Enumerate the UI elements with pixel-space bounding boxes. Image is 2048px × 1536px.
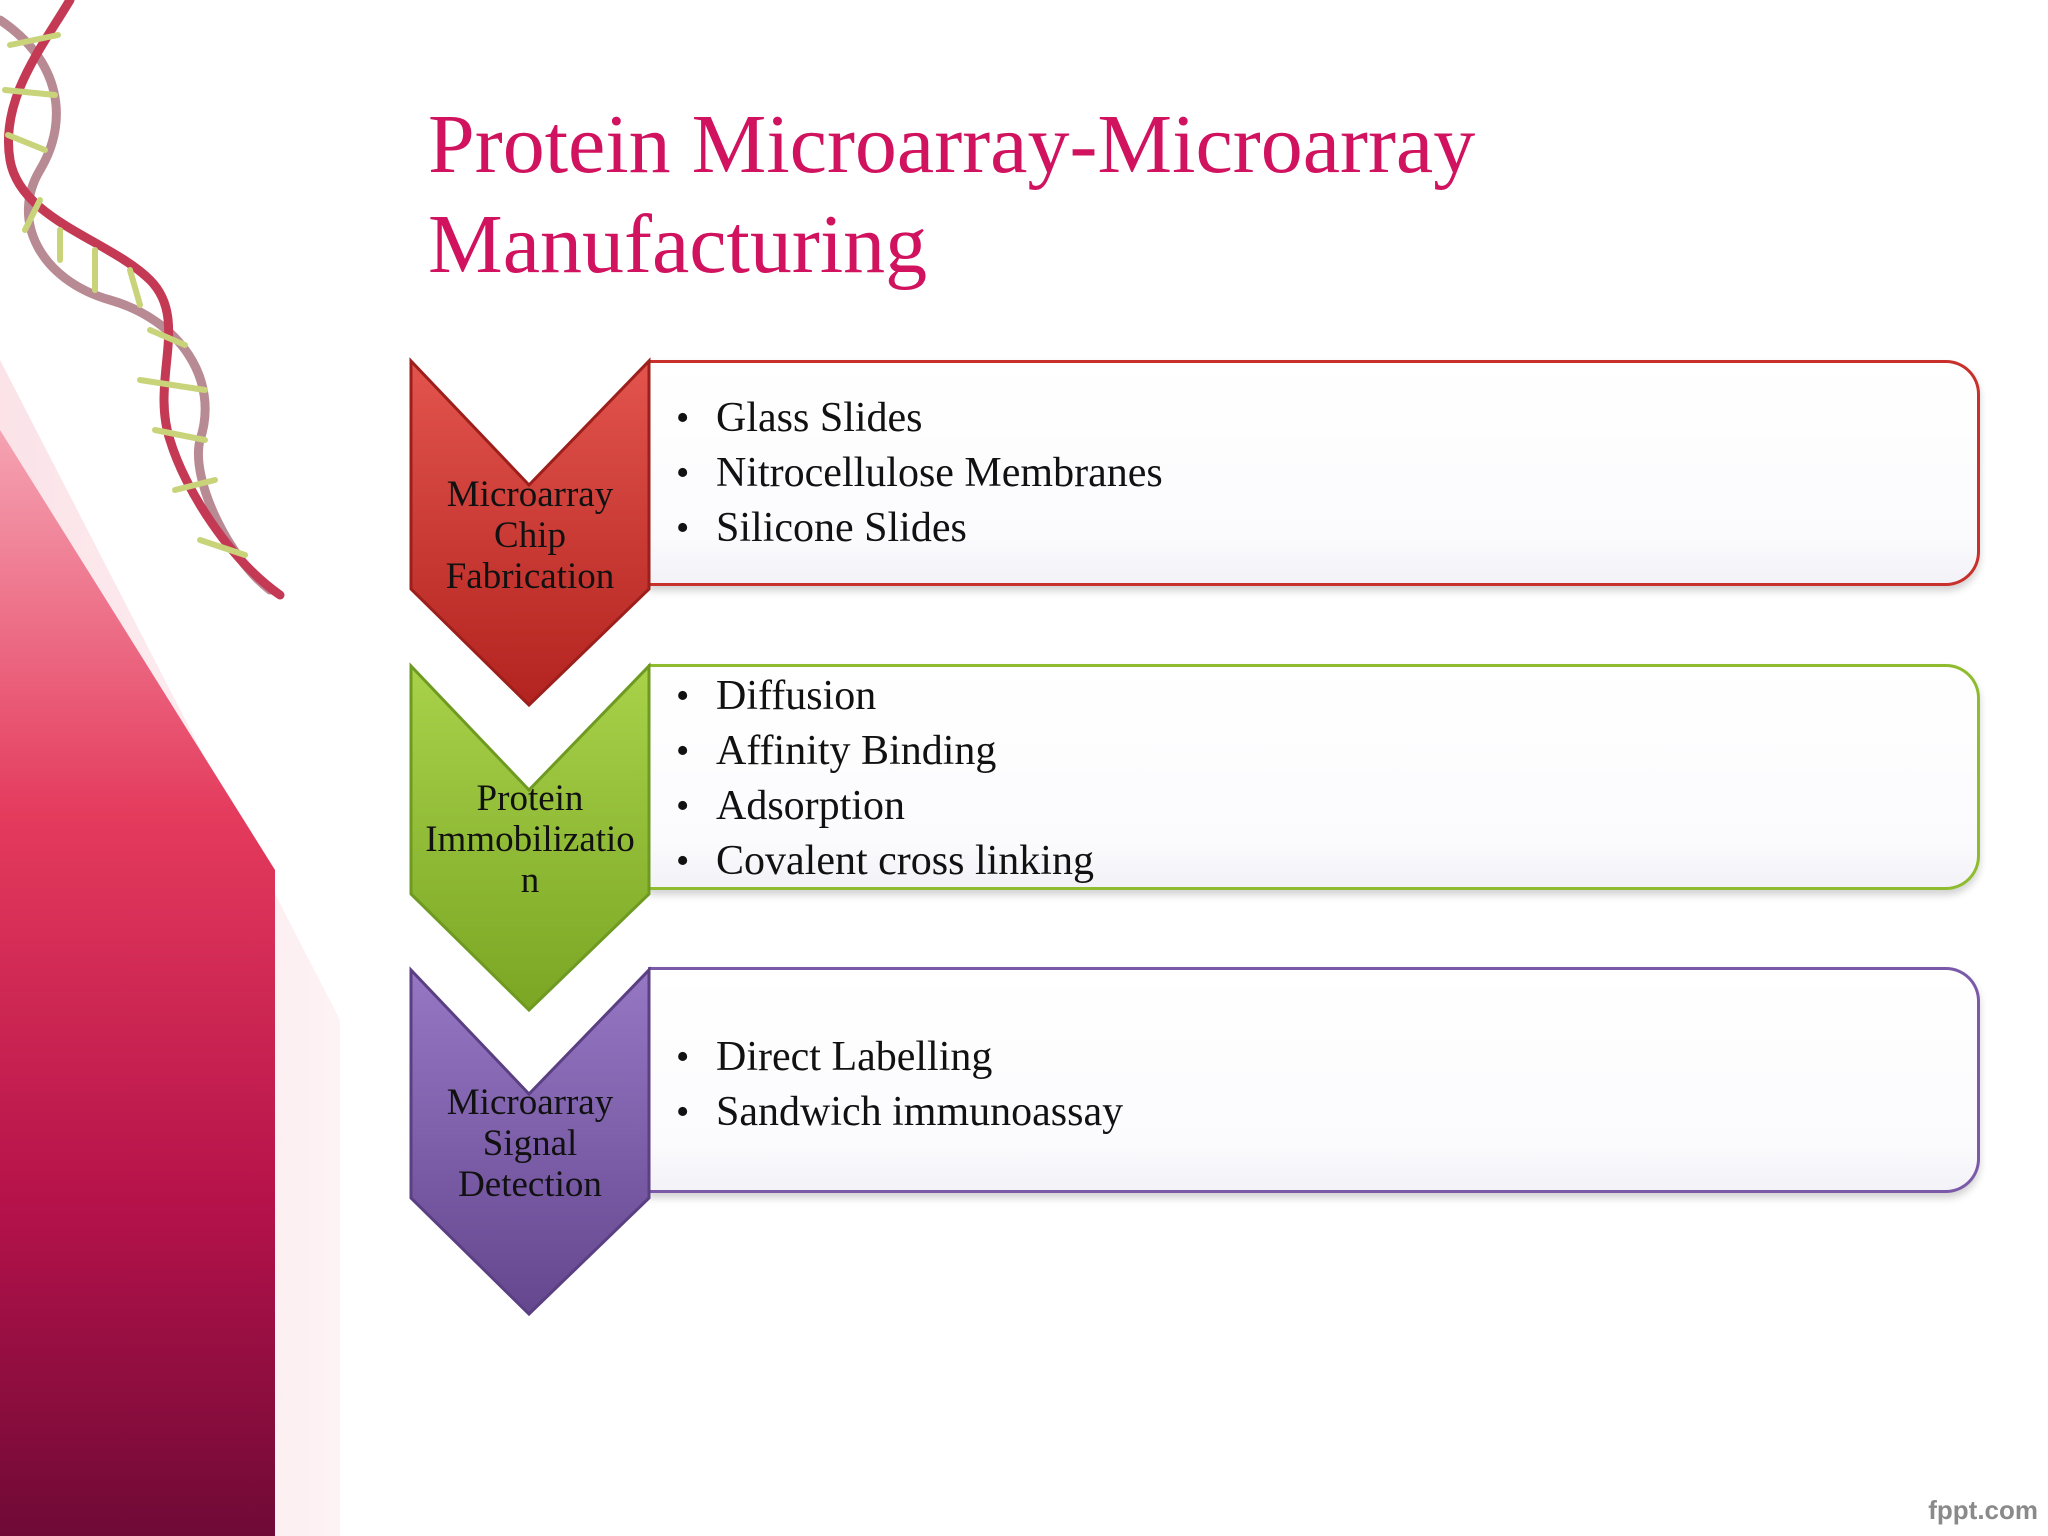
list-item: •Adsorption [676,783,905,829]
list-item: •Glass Slides [676,395,923,441]
step-1-item-list: •Glass Slides •Nitrocellulose Membranes … [648,391,1977,556]
step-3-label: Microarray Signal Detection [446,1081,614,1205]
slide-title-line-2: Manufacturing [428,198,928,291]
slide-title: Protein Microarray-Microarray Manufactur… [428,95,1928,295]
step-1-chevron [409,357,651,708]
step-1-label: Microarray Chip Fabrication [445,473,615,597]
list-item: •Covalent cross linking [676,838,1094,884]
step-2-content-box: •Diffusion •Affinity Binding •Adsorption… [648,664,1980,890]
list-item: •Sandwich immunoassay [676,1089,1124,1135]
slide-title-line-1: Protein Microarray-Microarray [428,98,1476,191]
list-item: •Diffusion [676,673,877,719]
step-3-content-box: •Direct Labelling •Sandwich immunoassay [648,967,1980,1193]
step-3-chevron [409,966,651,1317]
step-1-content-box: •Glass Slides •Nitrocellulose Membranes … [648,360,1980,586]
footer-watermark: fppt.com [1928,1495,2038,1525]
list-item: •Nitrocellulose Membranes [676,450,1163,496]
step-2-chevron [409,662,651,1013]
list-item: •Direct Labelling [676,1034,993,1080]
dna-helix-icon [0,0,285,600]
list-item: •Affinity Binding [676,728,997,774]
step-2-item-list: •Diffusion •Affinity Binding •Adsorption… [648,669,1977,889]
step-3-item-list: •Direct Labelling •Sandwich immunoassay [648,1030,1977,1140]
step-2-label: Protein Immobilizatio n [425,777,635,901]
crimson-band [0,430,275,1536]
list-item: •Silicone Slides [676,505,967,551]
